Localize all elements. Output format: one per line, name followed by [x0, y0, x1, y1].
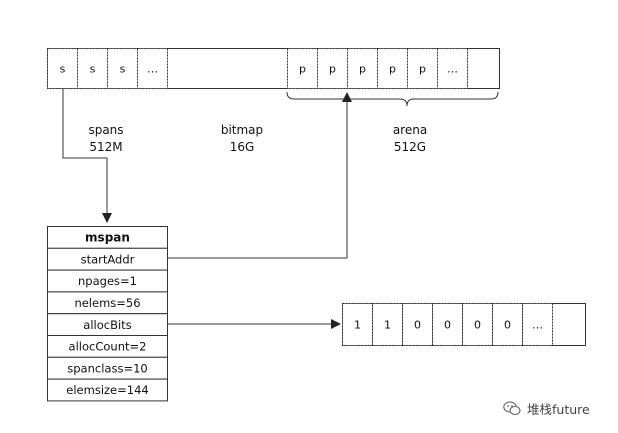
mspan-field-label: elemsize=144 — [66, 383, 148, 397]
alloc-bit-cell — [432, 303, 463, 346]
bitmap-name: bitmap — [220, 123, 264, 137]
alloc-bit-cell-label: 0 — [504, 319, 511, 332]
alloc-bit-cell-label: 0 — [444, 319, 451, 332]
spans-size: 512M — [89, 140, 123, 154]
arena-cell-label: p — [359, 63, 366, 76]
spans-cell-label: s — [120, 63, 126, 76]
alloc-bit-cell-label: 1 — [384, 319, 391, 332]
mspan-field-label: allocBits — [83, 318, 131, 332]
arena-cell — [347, 48, 378, 89]
alloc-bit-cell — [372, 303, 403, 346]
arena-label: arena 512G — [382, 122, 438, 156]
arena-cell-label: p — [419, 63, 426, 76]
watermark-text: 堆栈future — [527, 402, 590, 417]
arena-name: arena — [392, 123, 428, 137]
wechat-icon — [503, 401, 521, 416]
spans-cell — [77, 48, 108, 89]
spans-label: spans 512M — [80, 122, 132, 156]
spans-cell — [137, 48, 168, 89]
spans-cell-label: s — [60, 63, 66, 76]
mspan-field-label: npages=1 — [78, 274, 137, 288]
alloc-bit-cell — [462, 303, 493, 346]
arena-size: 512G — [393, 140, 427, 154]
watermark: 堆栈future — [503, 399, 590, 418]
arena-cell — [407, 48, 438, 89]
alloc-bit-cell-label: … — [532, 319, 543, 332]
mspan-field-label: allocCount=2 — [69, 340, 147, 354]
spans-cell-label: … — [147, 63, 158, 76]
arena-cell-label: p — [389, 63, 396, 76]
mspan-title: mspan — [85, 231, 130, 245]
alloc-bit-cell-label: 1 — [354, 319, 361, 332]
bitmap-size: 16G — [229, 140, 255, 154]
arena-cell-label: … — [447, 63, 458, 76]
alloc-bit-cell-label: 0 — [474, 319, 481, 332]
alloc-bit-cell-label: 0 — [414, 319, 421, 332]
arena-cell — [377, 48, 408, 89]
arena-cell — [317, 48, 348, 89]
mspan-field-label: startAddr — [81, 252, 135, 266]
spans-name: spans — [88, 123, 124, 137]
mspan-field-row — [47, 378, 168, 402]
mspan-field-label: nelems=56 — [74, 296, 140, 310]
bitmap-label: bitmap 16G — [212, 122, 272, 156]
spans-cell — [47, 48, 78, 89]
spans-to-mspan-arrow — [62, 89, 112, 223]
spans-cell-label: s — [90, 63, 96, 76]
arena-cell-label: p — [329, 63, 336, 76]
arena-cell — [287, 48, 318, 89]
arena-brace — [286, 91, 499, 107]
alloc-bit-cell — [402, 303, 433, 346]
mspan-field-label: spanclass=10 — [67, 361, 147, 375]
alloc-bit-cell — [522, 303, 553, 346]
startaddr-to-arena-arrow — [168, 92, 352, 259]
arena-cell — [437, 48, 468, 89]
alloc-bit-cell — [342, 303, 373, 346]
arena-cell-label: p — [299, 63, 306, 76]
